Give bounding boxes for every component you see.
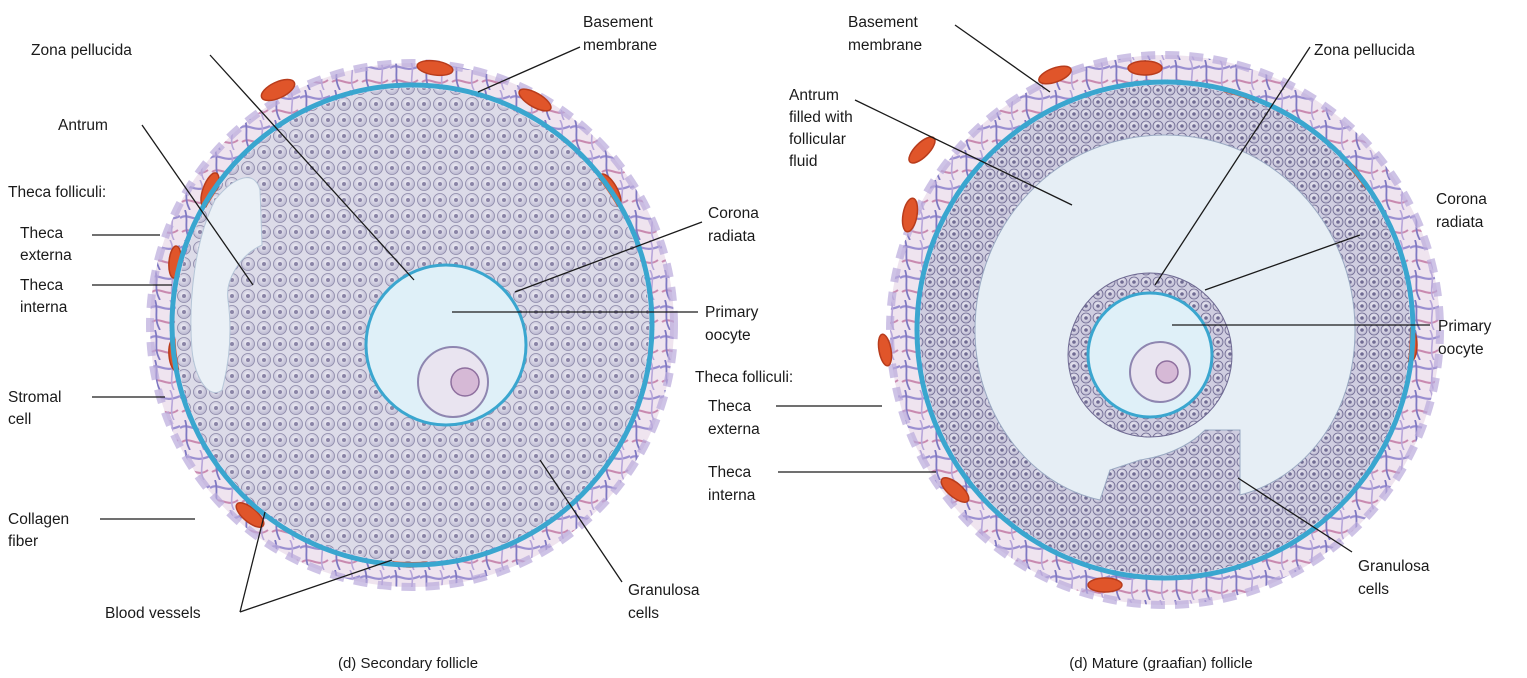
label-theca-externa-left: Theca externa <box>20 225 72 264</box>
label-basement-membrane-right: Basement membrane <box>848 14 922 54</box>
caption-mature-follicle: (d) Mature (graafian) follicle <box>1069 655 1252 672</box>
label-granulosa-cells-right: Granulosa cells <box>1358 558 1434 598</box>
label-basement-membrane-left: Basement membrane <box>583 14 657 54</box>
label-antrum-left: Antrum <box>58 117 108 134</box>
label-theca-interna-right: Theca interna <box>708 464 756 504</box>
oocyte-nucleus-right <box>1156 361 1178 383</box>
label-theca-interna-left: Theca interna <box>20 277 68 316</box>
label-granulosa-cells-left: Granulosa cells <box>628 582 704 622</box>
label-primary-oocyte-right: Primary oocyte <box>1438 318 1496 358</box>
label-corona-radiata-right: Corona radiata <box>1436 191 1491 231</box>
label-corona-radiata-left: Corona radiata <box>708 205 763 245</box>
secondary-follicle-illustration <box>150 59 674 587</box>
label-zona-pellucida-left: Zona pellucida <box>31 42 132 59</box>
mature-follicle-illustration <box>876 55 1440 605</box>
label-blood-vessels-left: Blood vessels <box>105 605 201 622</box>
label-antrum-right: Antrum filled with follicular fluid <box>789 87 857 170</box>
label-collagen-fiber-left: Collagen fiber <box>8 511 74 550</box>
label-stromal-cell-left: Stromal cell <box>8 389 66 428</box>
caption-secondary-follicle: (d) Secondary follicle <box>338 655 478 672</box>
label-theca-folliculi-right: Theca folliculi: <box>695 369 793 386</box>
label-primary-oocyte-left: Primary oocyte <box>705 304 763 344</box>
label-zona-pellucida-right: Zona pellucida <box>1314 42 1415 59</box>
oocyte-nucleus-left <box>451 368 479 396</box>
label-theca-folliculi-left: Theca folliculi: <box>8 184 106 201</box>
label-theca-externa-right: Theca externa <box>708 398 760 438</box>
